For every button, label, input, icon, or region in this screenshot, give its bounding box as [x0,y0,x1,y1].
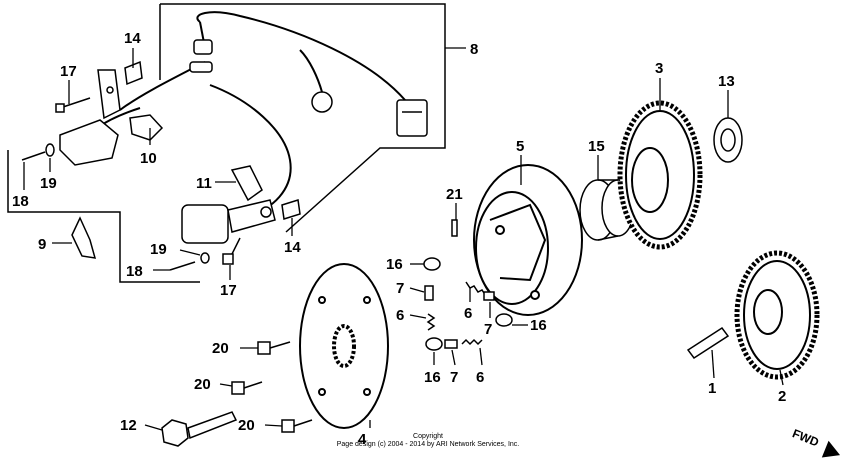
callout-12: 12 [120,417,137,434]
callout-20: 20 [194,376,211,393]
washer [713,117,743,163]
callout-17: 17 [220,282,237,299]
callout-19: 19 [40,175,57,192]
reduction-gear-shaft [686,326,730,360]
callout-7: 7 [396,280,404,297]
callout-20: 20 [212,340,229,357]
callout-14: 14 [284,239,301,256]
copyright-notice: Copyright Page design (c) 2004 - 2014 by… [337,433,520,448]
callout-14: 14 [124,30,141,47]
harness-clip [71,216,97,259]
starter-driven-gear [617,100,703,250]
callout-1: 1 [708,380,716,397]
callout-7: 7 [484,321,492,338]
callout-11: 11 [196,175,212,192]
callout-15: 15 [588,138,605,155]
copyright-line2: Page design (c) 2004 - 2014 by ARI Netwo… [337,441,520,448]
callout-labels: 14 8 17 10 19 18 11 14 9 19 18 17 3 13 5… [12,30,786,448]
harness-group-outline [7,3,446,283]
spacers [124,60,301,220]
fwd-arrow-icon [821,440,841,458]
callout-7: 7 [450,369,458,386]
callout-13: 13 [718,73,735,90]
callout-19: 19 [150,241,167,258]
harness-connectors [189,39,428,137]
callout-10: 10 [140,150,157,167]
dowel-pin [451,219,458,237]
clutch-plate [299,263,389,429]
callout-6: 6 [396,307,404,324]
callout-4: 4 [358,431,367,448]
callout-16: 16 [424,369,441,386]
starter-clutch-outer [473,164,583,316]
callout-6: 6 [464,305,472,322]
callout-2: 2 [778,388,786,405]
exciter-coil [181,165,276,244]
callout-16: 16 [530,317,547,334]
forward-direction-indicator: FWD [790,426,841,458]
callout-18: 18 [126,263,143,280]
bolts [161,341,313,447]
callout-18: 18 [12,193,29,210]
callout-9: 9 [38,236,46,253]
callout-16: 16 [386,256,403,273]
callout-8: 8 [470,41,478,58]
fwd-label: FWD [790,426,821,449]
callout-6: 6 [476,369,484,386]
reduction-gear [734,250,820,380]
callout-21: 21 [446,186,463,203]
rollers-plungers-springs [423,257,513,351]
leader-lines [23,47,784,431]
pulser-unit [59,69,164,166]
copyright-line1: Copyright [413,433,443,440]
callout-3: 3 [655,60,663,77]
callout-17: 17 [60,63,77,80]
screws-washers [21,97,241,271]
callout-20: 20 [238,417,255,434]
callout-5: 5 [516,138,524,155]
